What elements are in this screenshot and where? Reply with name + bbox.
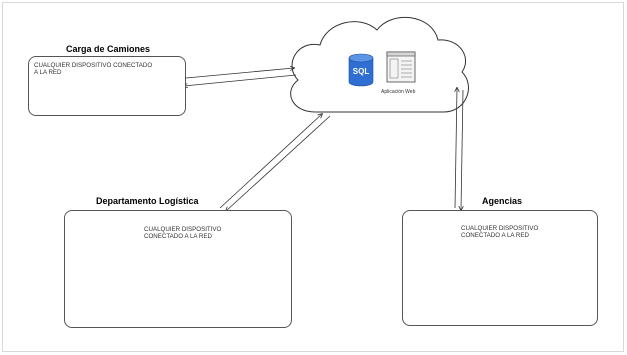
arrow-logistica-to-cloud <box>219 114 322 209</box>
sql-label: SQL <box>353 67 370 76</box>
arrow-carga-to-cloud <box>185 68 294 79</box>
web-application-icon <box>386 51 416 83</box>
node-desc-agencias: CUALQUIER DISPOSITIVO CONECTADO A LA RED <box>461 225 539 239</box>
node-departamento-logistica <box>64 210 292 328</box>
node-agencias <box>402 210 598 326</box>
arrow-agencias-to-cloud <box>455 88 457 209</box>
node-desc-carga: CUALQUIER DISPOSITIVO CONECTADO A LA RED <box>34 62 153 76</box>
node-title-carga: Carga de Camiones <box>66 44 151 54</box>
sql-database-icon: SQL <box>348 53 374 87</box>
node-title-logistica: Departamento Logística <box>96 196 199 206</box>
arrow-cloud-to-logistica <box>226 115 331 211</box>
node-carga-de-camiones <box>28 56 186 116</box>
cloud-shape <box>290 16 469 113</box>
node-title-agencias: Agencias <box>482 196 523 206</box>
arrow-cloud-to-agencias <box>461 89 463 210</box>
web-application-label: Aplicación Web <box>381 89 416 95</box>
node-desc-logistica: CUALQUIER DISPOSITIVO CONECTADO A LA RED <box>144 226 222 240</box>
arrow-cloud-to-carga <box>184 74 297 86</box>
diagram-frame <box>2 2 624 352</box>
